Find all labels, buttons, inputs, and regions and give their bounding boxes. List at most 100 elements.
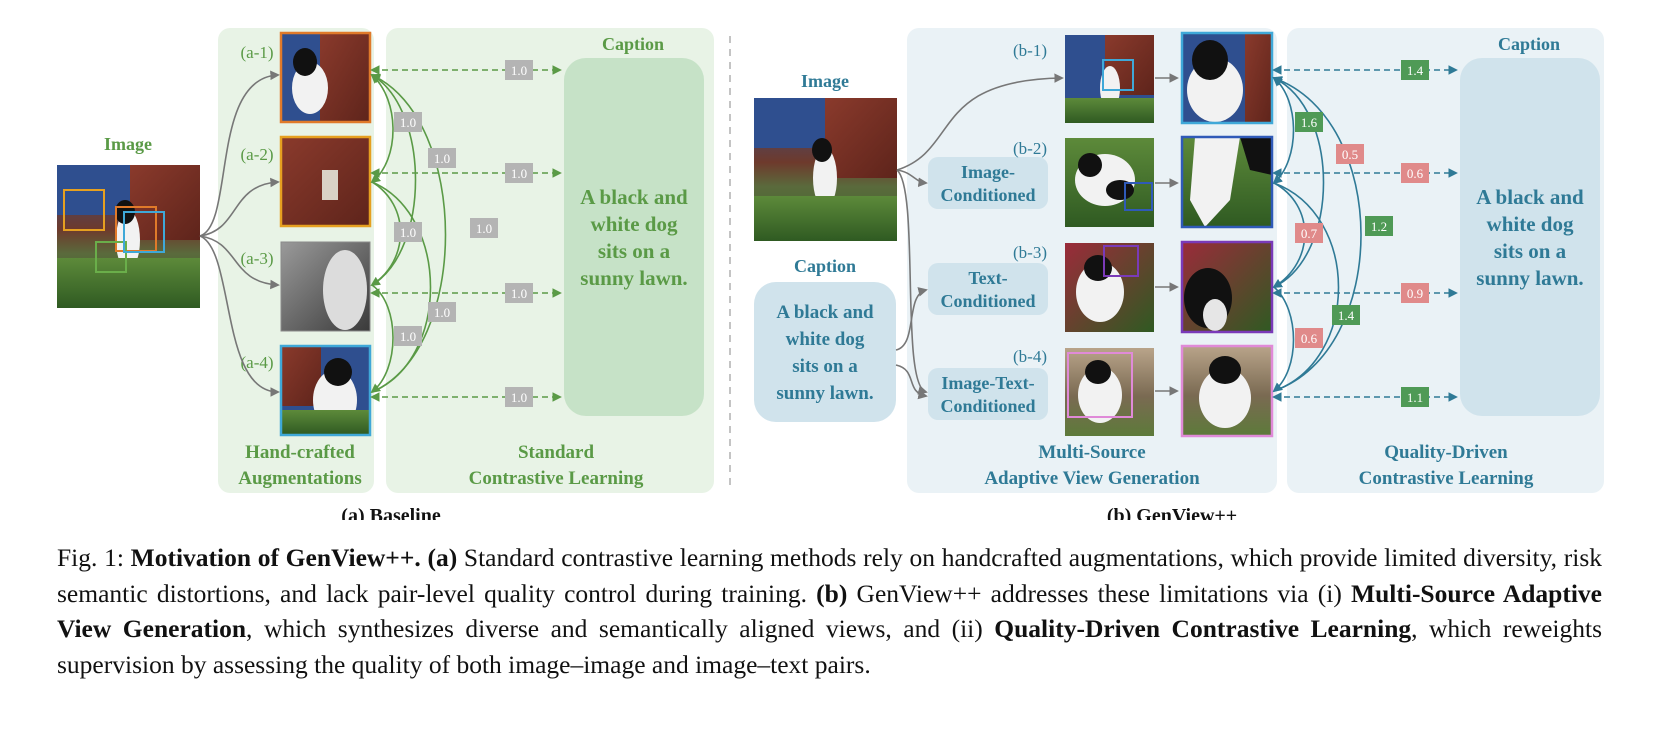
- image-text-conditioned-line-2: Conditioned: [940, 396, 1035, 416]
- gen-source-b3: [1065, 243, 1154, 332]
- left-image-weight-4: 1.0: [476, 221, 492, 236]
- gen-source-b4: [1065, 348, 1154, 436]
- caption-b-text-3: , which reweights supervision by assessi…: [57, 614, 1602, 679]
- gen-source-b1: [1065, 35, 1154, 123]
- caption-a-text: Standard contrastive learning methods re…: [57, 543, 1603, 608]
- standard-cl-title-1: Standard: [518, 442, 594, 463]
- input-caption-line-2: white dog: [786, 329, 865, 350]
- caption-b-text-2: , which synthesizes diverse and semantic…: [246, 614, 995, 643]
- text-conditioned-box: [928, 263, 1048, 315]
- gen-arrows: [1155, 73, 1179, 396]
- right-caption-line-4: sunny lawn.: [1476, 266, 1583, 290]
- generated-image-b3: [1180, 240, 1274, 334]
- input-caption-box: [754, 282, 896, 422]
- left-image-label: Image: [104, 134, 152, 154]
- left-source-image: [57, 165, 200, 308]
- right-caption-box-label: Caption: [1498, 34, 1560, 54]
- right-source-image: [754, 98, 897, 241]
- hand-crafted-title-2: Augmentations: [238, 468, 362, 489]
- image-conditioned-box: [928, 157, 1048, 209]
- generated-image-b2: [1180, 135, 1274, 229]
- left-text-weight-1: 1.0: [511, 63, 527, 78]
- gen-label-b1: (b-1): [1013, 41, 1047, 60]
- image-conditioned-line-2: Conditioned: [940, 185, 1035, 205]
- input-caption-line-4: sunny lawn.: [776, 383, 873, 404]
- aug-label-a4: (a-4): [240, 353, 273, 372]
- left-text-pair-weights: 1.0 1.0 1.0 1.0: [505, 60, 533, 407]
- image-text-conditioned-line-1: Image-Text-: [941, 373, 1034, 393]
- left-image-weight-3: 1.0: [400, 225, 416, 240]
- right-image-weight-2: 0.5: [1342, 147, 1358, 162]
- right-caption-label: Caption: [794, 256, 856, 276]
- caption-b-text-1: GenView++ addresses these limitations vi…: [847, 578, 1352, 608]
- right-image-weight-3: 1.2: [1371, 219, 1387, 234]
- left-image-weight-2: 1.0: [434, 151, 450, 166]
- right-source-arrows: [895, 73, 1064, 400]
- caption-a-label: (a): [420, 543, 458, 572]
- text-conditioned-line-1: Text-: [968, 268, 1007, 288]
- caption-term-2: Quality-Driven Contrastive Learning: [994, 614, 1412, 643]
- left-caption-line-2: white dog: [591, 212, 678, 236]
- subcaption-b: (b) GenView++: [1107, 505, 1237, 520]
- right-text-weight-4: 1.1: [1407, 390, 1423, 405]
- right-caption-text: A black and white dog sits on a sunny la…: [1476, 185, 1584, 290]
- image-text-conditioned-box: [928, 368, 1048, 420]
- left-caption-line-3: sits on a: [598, 239, 671, 263]
- standard-cl-title-2: Contrastive Learning: [469, 468, 644, 489]
- left-text-weight-3: 1.0: [511, 286, 527, 301]
- left-image-pair-weights: 1.0 1.0 1.0 1.0 1.0 1.0: [394, 112, 498, 346]
- caption-b-label: (b): [816, 578, 848, 608]
- aug-image-a3: [280, 241, 371, 332]
- right-image-pair-weights: 1.6 0.5 1.2 0.7 1.4 0.6: [1295, 112, 1393, 348]
- caption-prefix: Fig. 1:: [57, 543, 131, 572]
- caption-title: Motivation of GenView++.: [130, 543, 421, 572]
- gen-label-b4: (b-4): [1013, 347, 1047, 366]
- left-caption-text: A black and white dog sits on a sunny la…: [580, 185, 688, 290]
- caption-term-1: Multi-Source Adaptive View Generation: [57, 578, 1602, 644]
- aug-label-a3: (a-3): [240, 249, 273, 268]
- input-caption-line-1: A black and: [776, 302, 874, 323]
- left-image-weight-6: 1.0: [400, 329, 416, 344]
- generated-image-b1: [1180, 31, 1274, 125]
- left-image-weight-5: 1.0: [434, 305, 450, 320]
- figure-caption: Fig. 1: Motivation of GenView++. (a) Sta…: [57, 540, 1602, 682]
- multi-source-title-2: Adaptive View Generation: [984, 468, 1200, 489]
- right-caption-line-3: sits on a: [1494, 239, 1567, 263]
- left-image-weight-1: 1.0: [400, 115, 416, 130]
- right-text-weight-3: 0.9: [1407, 286, 1423, 301]
- aug-image-a2: [279, 135, 372, 228]
- condition-boxes: Image- Conditioned Text- Conditioned Ima…: [928, 157, 1048, 420]
- left-source-arrows: [199, 70, 280, 397]
- generated-image-b4: [1180, 344, 1274, 438]
- gen-label-b3: (b-3): [1013, 243, 1047, 262]
- right-image-weight-1: 1.6: [1301, 115, 1318, 130]
- left-caption-label: Caption: [602, 34, 664, 54]
- right-caption-line-1: A black and: [1476, 185, 1584, 209]
- input-caption-line-3: sits on a: [792, 356, 858, 377]
- aug-label-a1: (a-1): [240, 43, 273, 62]
- subcaption-a: (a) Baseline: [341, 505, 441, 520]
- right-caption-line-2: white dog: [1487, 212, 1574, 236]
- multi-source-title-1: Multi-Source: [1038, 442, 1145, 463]
- aug-label-a2: (a-2): [240, 145, 273, 164]
- aug-image-a1: [279, 31, 372, 124]
- left-text-weight-2: 1.0: [511, 166, 527, 181]
- right-text-pair-weights: 1.4 0.6 0.9 1.1: [1401, 60, 1429, 407]
- hand-crafted-title-1: Hand-crafted: [245, 442, 355, 463]
- left-text-pair-arrows: [370, 65, 562, 402]
- image-conditioned-line-1: Image-: [961, 162, 1015, 182]
- right-caption-box: [1460, 58, 1600, 416]
- text-conditioned-line-2: Conditioned: [940, 291, 1035, 311]
- aug-image-a4: [279, 344, 372, 437]
- left-text-weight-4: 1.0: [511, 390, 527, 405]
- figure-diagram: Image (a-1) (a-2) (a-3) (a-4): [57, 28, 1604, 520]
- right-image-label: Image: [801, 71, 849, 91]
- quality-cl-title-2: Contrastive Learning: [1359, 468, 1534, 489]
- quality-cl-title-1: Quality-Driven: [1384, 442, 1508, 463]
- gen-source-b2: [1065, 138, 1154, 227]
- right-image-weight-6: 0.6: [1301, 331, 1318, 346]
- input-caption-text: A black and white dog sits on a sunny la…: [776, 302, 874, 404]
- right-text-weight-2: 0.6: [1407, 166, 1424, 181]
- left-caption-line-4: sunny lawn.: [580, 266, 687, 290]
- left-caption-line-1: A black and: [580, 185, 688, 209]
